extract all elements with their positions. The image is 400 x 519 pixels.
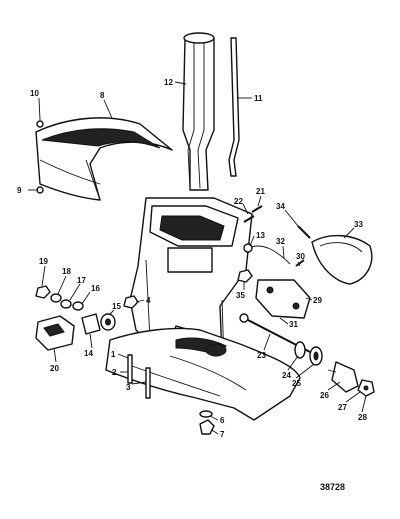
callout-17: 17 <box>77 276 86 285</box>
callout-11: 11 <box>254 94 263 103</box>
callout-32: 32 <box>276 237 285 246</box>
bracket <box>35 315 75 351</box>
callout-1: 1 <box>111 350 116 359</box>
callout-2: 2 <box>112 368 117 377</box>
small-parts-stack <box>35 285 84 311</box>
screw <box>123 295 139 309</box>
callout-29: 29 <box>313 296 322 305</box>
studs <box>127 354 151 399</box>
dipstick-rod <box>228 37 240 177</box>
cover-screws <box>36 120 44 194</box>
figure-number: 38728 <box>320 482 345 492</box>
tab-screws <box>295 225 311 267</box>
callout-6: 6 <box>220 416 225 425</box>
callout-26: 26 <box>320 391 329 400</box>
callout-35: 35 <box>236 291 245 300</box>
exhaust-tube <box>182 32 215 191</box>
washer-nut <box>199 410 215 435</box>
callout-25: 25 <box>292 379 301 388</box>
callout-10: 10 <box>30 89 39 98</box>
callout-14: 14 <box>84 349 93 358</box>
callout-27: 27 <box>338 403 347 412</box>
callout-13: 13 <box>256 231 265 240</box>
callout-22: 22 <box>234 197 243 206</box>
callout-33: 33 <box>354 220 363 229</box>
callout-28: 28 <box>358 413 367 422</box>
gear-housing <box>105 327 301 421</box>
nut-35 <box>237 269 253 283</box>
water-fitting <box>81 313 101 335</box>
callout-18: 18 <box>62 267 71 276</box>
callout-23: 23 <box>257 351 266 360</box>
pickup-assembly <box>327 361 359 393</box>
callout-20: 20 <box>50 364 59 373</box>
callout-30: 30 <box>296 252 305 261</box>
callout-34: 34 <box>276 202 285 211</box>
callout-16: 16 <box>91 284 100 293</box>
grommet <box>100 313 116 331</box>
cover-shell <box>35 117 173 201</box>
callout-4: 4 <box>146 296 151 305</box>
leader-lines <box>28 81 367 435</box>
callout-12: 12 <box>164 78 173 87</box>
nut <box>357 379 375 397</box>
callout-9: 9 <box>17 186 22 195</box>
washer-seal <box>294 341 323 366</box>
callout-21: 21 <box>256 187 265 196</box>
top-bolts <box>243 205 263 223</box>
callout-8: 8 <box>100 91 105 100</box>
trim-tab-plate <box>311 234 373 285</box>
callout-labels: 12 11 8 10 9 21 22 13 32 33 34 30 35 29 … <box>17 78 367 439</box>
callout-3: 3 <box>126 383 131 392</box>
callout-24: 24 <box>282 371 291 380</box>
callout-15: 15 <box>112 302 121 311</box>
callout-7: 7 <box>220 430 225 439</box>
cover-plate <box>255 279 311 319</box>
callout-31: 31 <box>289 320 298 329</box>
driveshaft-housing <box>129 197 253 365</box>
callout-19: 19 <box>39 257 48 266</box>
